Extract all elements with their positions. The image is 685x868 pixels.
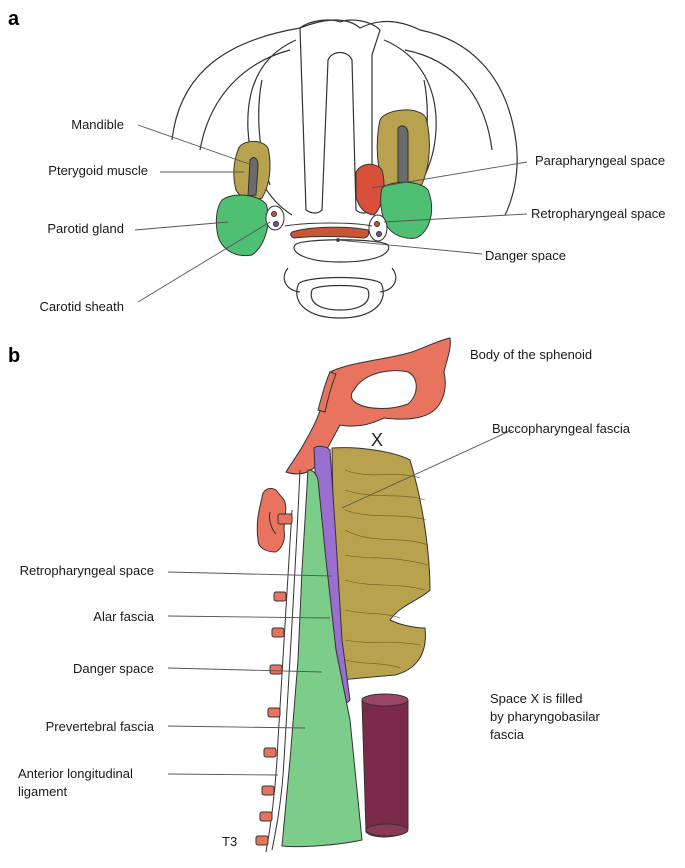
face-inner-outline	[199, 49, 493, 151]
vertebra-c6	[267, 707, 281, 718]
right-parotid-gland	[380, 181, 432, 239]
leader-carotid	[137, 221, 271, 303]
right-carotid-artery	[374, 221, 380, 227]
spinal-canal-inner	[310, 284, 370, 311]
left-carotid-artery	[271, 211, 277, 217]
esophagus-top	[361, 693, 409, 707]
label-mandible: Mandible	[71, 117, 124, 132]
panel-label-a: a	[8, 8, 20, 30]
left-mandible	[247, 157, 259, 197]
label-prevertebral-fascia: Prevertebral fascia	[45, 719, 154, 734]
leader-parapharyngeal	[371, 161, 528, 189]
clivus	[317, 371, 337, 413]
leader-danger	[337, 239, 483, 255]
right-parapharyngeal-space	[355, 163, 385, 216]
label-retropharyngeal-space-b: Retropharyngeal space	[19, 563, 154, 578]
label-parapharyngeal-space: Parapharyngeal space	[535, 153, 666, 168]
vertebra-body	[293, 239, 390, 263]
nasal-cavity-left	[247, 39, 297, 216]
vertebra-c2	[277, 513, 293, 525]
leader-retropharyngeal-b	[167, 571, 333, 577]
leader-mandible	[137, 124, 253, 166]
vertebra-c3	[273, 591, 287, 602]
leader-alar	[167, 615, 331, 619]
leader-danger-dot	[336, 238, 340, 242]
vertebral-bodies	[255, 513, 293, 846]
label-pterygoid-muscle: Pterygoid muscle	[48, 163, 148, 178]
esophagus	[361, 699, 409, 838]
label-t3: T3	[222, 834, 238, 849]
left-parotid-gland	[215, 194, 269, 257]
vertebra-t1	[261, 785, 275, 796]
vertebra-c5	[269, 664, 283, 675]
sphenoid-sinus	[350, 370, 417, 409]
leader-parotid	[134, 221, 229, 231]
label-retropharyngeal-space-a: Retropharyngeal space	[531, 206, 666, 221]
leader-prevertebral	[167, 725, 306, 729]
label-buccopharyngeal-fascia: Buccopharyngeal fascia	[492, 421, 631, 436]
danger-space-band	[281, 469, 363, 848]
dens-outline	[269, 511, 277, 535]
right-carotid-sheath	[368, 214, 388, 242]
space-x-note-line-2: by pharyngobasilar	[490, 709, 600, 724]
retropharyngeal-space-band	[290, 226, 370, 239]
leader-alligament	[167, 773, 279, 776]
panel-label-b: b	[8, 345, 21, 367]
atlas-vertebra	[256, 487, 287, 553]
axial-structures	[215, 109, 432, 257]
face-outline	[171, 19, 518, 216]
left-carotid-sheath	[265, 205, 285, 231]
sagittal-leader-lines	[167, 429, 513, 776]
vertebra-t3	[255, 835, 269, 846]
right-mandible	[397, 125, 409, 187]
space-x-note: Space X is filled by pharyngobasilar fas…	[490, 690, 630, 744]
muscle-fibres	[344, 469, 429, 669]
label-anterior-longitudinal-ligament-line2: ligament	[18, 784, 68, 799]
vertebra-t2	[259, 811, 273, 822]
vertebra-c4	[271, 627, 285, 638]
esophagus-bottom	[365, 823, 409, 837]
axial-section-drawing	[171, 19, 518, 319]
pharyngeal-muscle-block	[331, 447, 431, 681]
space-x-note-line-1: Space X is filled	[490, 691, 583, 706]
nasal-septum	[299, 19, 381, 214]
label-alar-fascia: Alar fascia	[93, 609, 154, 624]
space-x-marker: X	[371, 430, 383, 450]
axial-leader-lines	[134, 124, 528, 303]
left-jugular-vein	[273, 221, 279, 227]
right-jugular-vein	[376, 231, 382, 237]
label-carotid-sheath: Carotid sheath	[39, 299, 124, 314]
leader-retropharyngeal	[383, 213, 528, 223]
vertebra-arch	[283, 267, 397, 293]
vertebra-c7	[263, 747, 277, 758]
label-danger-space-a: Danger space	[485, 248, 566, 263]
space-x-note-line-3: fascia	[490, 727, 524, 742]
label-anterior-longitudinal-ligament-line1: Anterior longitudinal	[18, 766, 133, 781]
leader-danger-b	[167, 667, 323, 673]
label-parotid-gland: Parotid gland	[47, 221, 124, 236]
pharynx-line	[284, 222, 373, 227]
leader-buccopharyngeal	[341, 429, 513, 509]
prevertebral-fascia-line	[271, 469, 301, 851]
sagittal-structures	[255, 337, 451, 853]
spinal-canal	[296, 276, 384, 319]
label-body-of-sphenoid: Body of the sphenoid	[470, 347, 593, 362]
label-danger-space-b: Danger space	[73, 661, 154, 676]
